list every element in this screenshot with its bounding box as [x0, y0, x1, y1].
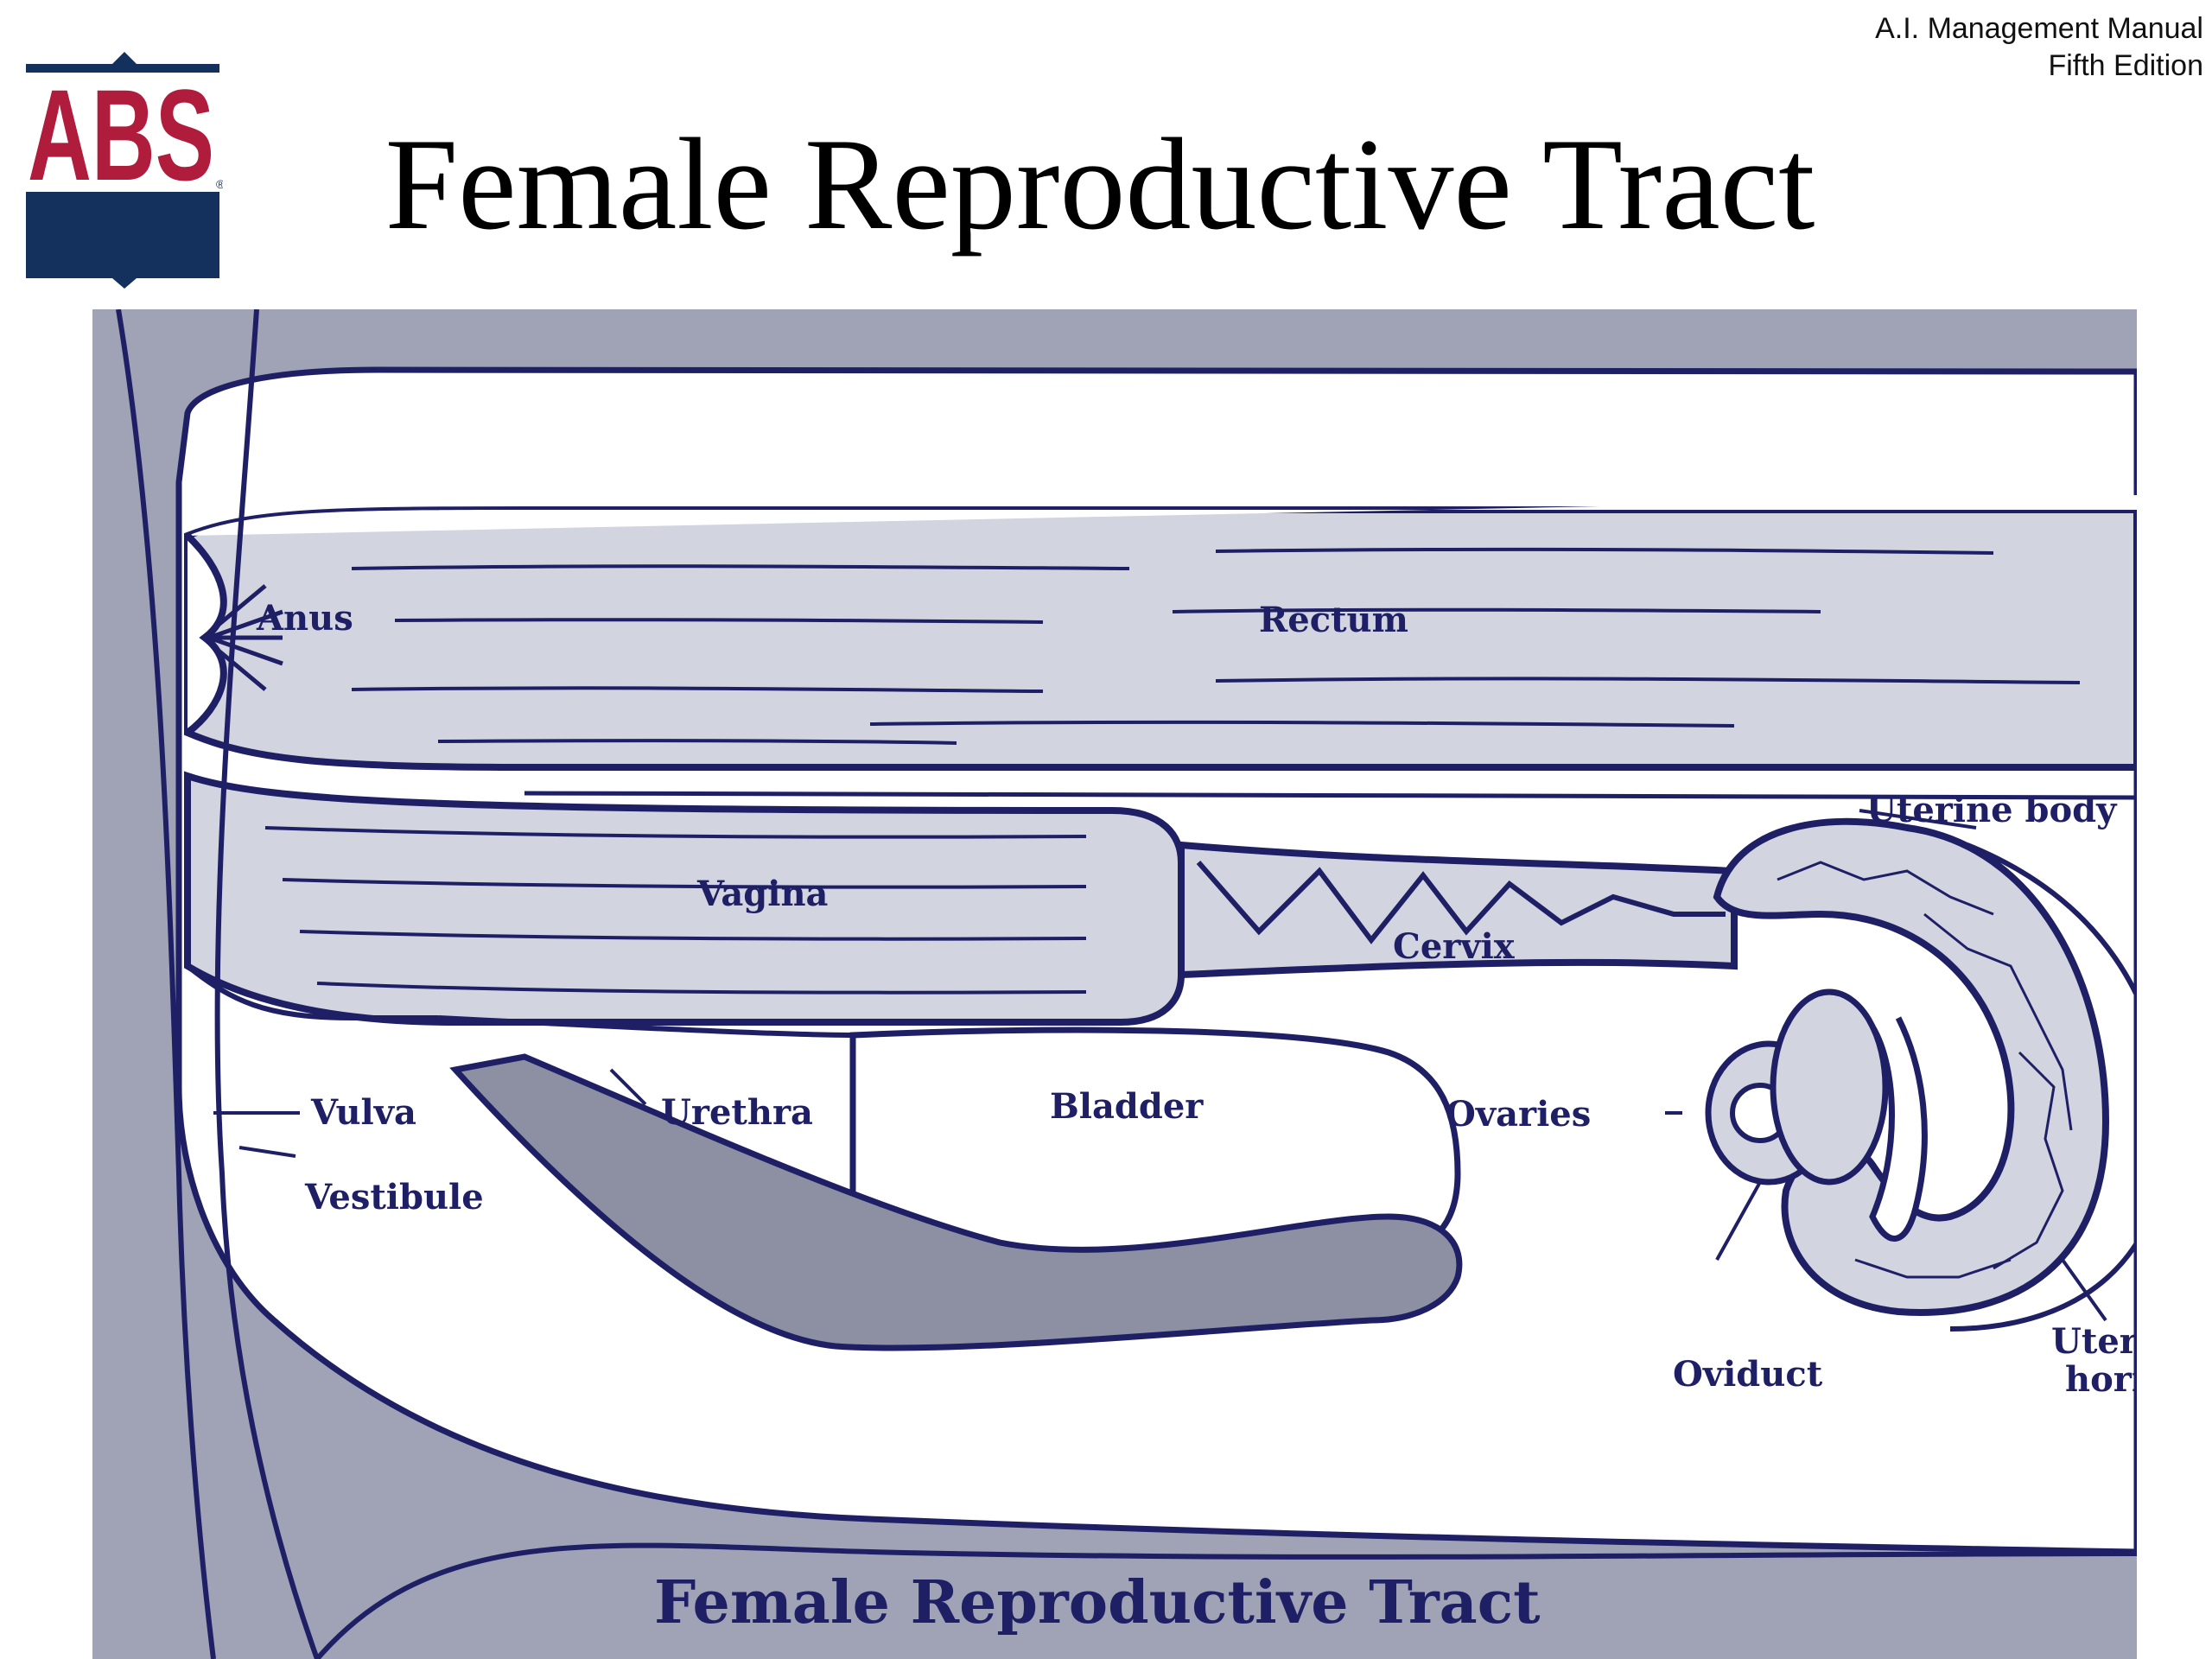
rectum-folds: [351, 547, 2081, 745]
label-vulva: Vulva: [310, 1092, 416, 1133]
label-urethra: Urethra: [661, 1092, 813, 1133]
pelvic-bone: [449, 1053, 1463, 1351]
label-bladder: Bladder: [1050, 1086, 1204, 1127]
cervix-rings: [1196, 861, 1726, 944]
broad-ligament: [1949, 842, 2137, 1332]
logo-text: ABS: [28, 62, 214, 207]
logo-registered-mark: ®: [216, 177, 223, 191]
anus-opening: [185, 533, 227, 736]
urethra: [437, 1015, 854, 1038]
oviduct: [1869, 1016, 1928, 1242]
logo-navy-block: [26, 192, 219, 278]
logo-top-bar: [26, 52, 219, 73]
label-cervix: Cervix: [1393, 926, 1516, 967]
vagina-folds: [264, 826, 1087, 995]
rectum: [184, 506, 2137, 771]
label-vagina: Vagina: [696, 874, 828, 914]
rectum-upper-gap: [188, 495, 2137, 536]
label-vestibule: Vestibule: [304, 1177, 484, 1217]
uterus: [1713, 817, 2110, 1316]
label-uterine-horns-line1: Uterine: [2051, 1321, 2137, 1362]
perineum-line-outer: [116, 309, 216, 1659]
lower-body-outline: [315, 1542, 2137, 1659]
label-uterine-body: Uterine body: [1866, 790, 2118, 830]
leader-lines: [213, 809, 2107, 1322]
label-uterine-horns-line2: horns: [2065, 1359, 2137, 1400]
label-rectum: Rectum: [1259, 600, 1408, 640]
slide-title: Female Reproductive Tract: [385, 111, 1815, 257]
abs-logo: ABS ®: [26, 52, 223, 289]
cervix: [1178, 841, 1738, 979]
uterus-texture: [1777, 861, 2073, 1279]
perineum-line-inner: [214, 309, 320, 1659]
edition-label: Fifth Edition: [2048, 49, 2203, 82]
diagram-caption: Female Reproductive Tract: [654, 1568, 1541, 1637]
vestibule-wall: [186, 963, 438, 1021]
logo-point: [112, 278, 137, 289]
reproductive-tract-diagram: Anus Rectum Vagina Cervix Uterine body V…: [92, 309, 2137, 1659]
label-anus: Anus: [256, 598, 353, 639]
anus-sphincter-lines: [208, 584, 283, 691]
ovary-upper: [1770, 988, 1889, 1185]
manual-title: A.I. Management Manual: [1875, 12, 2203, 45]
manual-edition-note: A.I. Management Manual Fifth Edition: [1875, 10, 2203, 85]
label-ovaries: Ovaries: [1446, 1094, 1591, 1135]
label-oviduct: Oviduct: [1673, 1354, 1823, 1395]
rectum-lower-wall: [524, 791, 2137, 800]
